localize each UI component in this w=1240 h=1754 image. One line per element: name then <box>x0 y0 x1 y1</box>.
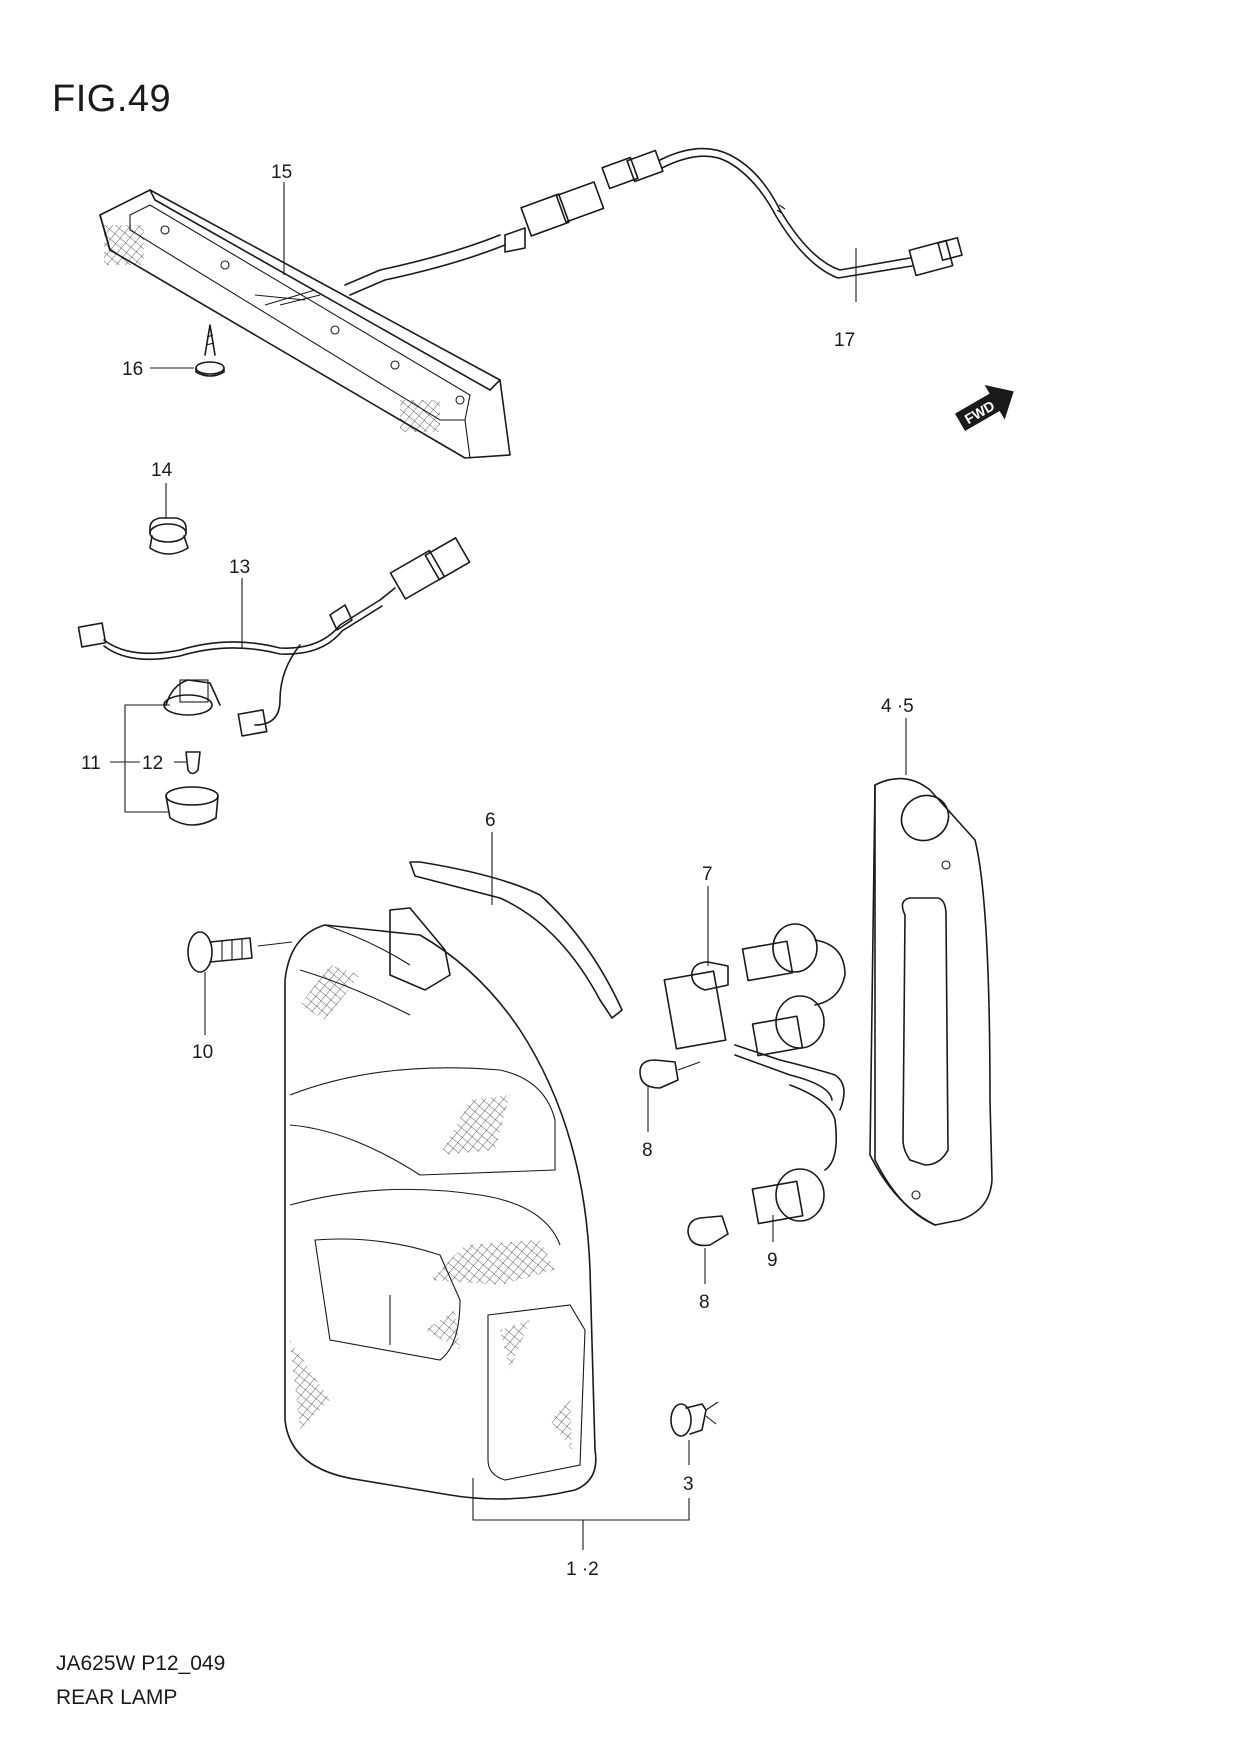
callout-6: 6 <box>485 810 496 831</box>
callout-1-2: 1 ·2 <box>566 1559 599 1580</box>
callout-11: 11 <box>81 753 101 774</box>
drawing-code: JA625W P12_049 <box>56 1652 226 1675</box>
grommet-part-14 <box>149 517 189 555</box>
bulb-part-7 <box>690 961 729 991</box>
bulb-part-8-upper <box>639 1059 701 1089</box>
callout-9: 9 <box>767 1250 778 1271</box>
figure-caption: REAR LAMP <box>56 1686 178 1709</box>
callout-3: 3 <box>683 1474 694 1495</box>
callout-10: 10 <box>192 1042 213 1063</box>
callout-17: 17 <box>834 330 855 351</box>
bulb-part-8-lower <box>687 1215 729 1247</box>
forward-direction-badge: FWD <box>955 385 1014 431</box>
callout-14: 14 <box>151 460 173 481</box>
rear-combination-lamp-part-1-2 <box>284 907 597 1500</box>
extension-harness-part-17 <box>659 147 963 279</box>
callout-15: 15 <box>271 162 292 183</box>
callout-8-upper: 8 <box>642 1140 653 1161</box>
stop-lamp-harness <box>344 149 664 296</box>
wiring-harness-part-13 <box>77 537 471 737</box>
callout-4-5: 4 ·5 <box>881 696 914 717</box>
gasket-part-6 <box>409 861 623 1019</box>
callout-7: 7 <box>702 864 713 885</box>
figure-title: FIG.49 <box>52 78 172 120</box>
socket-harness-part-9 <box>663 923 846 1225</box>
screw-part-10 <box>187 931 293 973</box>
callout-8-lower: 8 <box>699 1292 710 1313</box>
callout-labels: 15 16 17 14 13 11 12 6 4 ·5 7 10 8 9 8 3… <box>81 162 914 1580</box>
socket-assembly-part-11 <box>163 679 221 826</box>
leader-lines <box>110 182 907 1550</box>
callout-13: 13 <box>229 557 250 578</box>
callout-16: 16 <box>122 359 143 380</box>
screw-part-16 <box>195 324 225 377</box>
callout-12: 12 <box>142 753 163 774</box>
clip-part-3 <box>670 1401 719 1437</box>
lamp-gasket-part-4-5 <box>869 777 993 1226</box>
high-mount-stop-lamp-part-15 <box>99 189 511 459</box>
